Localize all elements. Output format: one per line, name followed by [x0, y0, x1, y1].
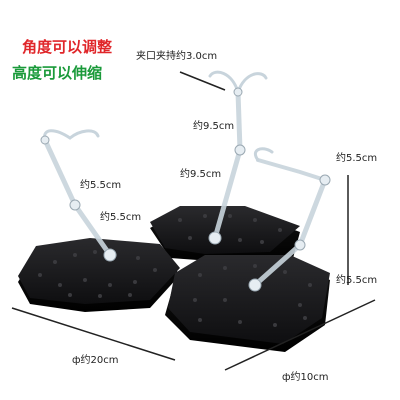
hex-base-left — [18, 238, 180, 312]
label-clamp: 夹口夹持约3.0cm — [136, 51, 218, 62]
headline-height: 高度可以伸缩 — [12, 64, 103, 82]
label-arm-right-upper: 约5.5cm — [336, 153, 378, 164]
dimension-lines — [11, 71, 376, 371]
label-arm-right-lower: 约5.5cm — [336, 275, 378, 286]
label-diameter-large: ф约20cm — [72, 355, 119, 366]
label-arm-middle: 约9.5cm — [180, 169, 222, 180]
label-arm-upper-right: 约9.5cm — [193, 121, 235, 132]
label-arm-left-lower: 约5.5cm — [100, 212, 142, 223]
hex-base-right — [165, 255, 330, 352]
headline-angle: 角度可以调整 — [22, 38, 113, 56]
hex-base-back — [150, 206, 300, 262]
hex-base-group — [18, 206, 330, 352]
arm-joints — [40, 87, 331, 292]
label-diameter-small: ф约10cm — [282, 372, 329, 383]
label-arm-left-upper: 约5.5cm — [80, 180, 122, 191]
